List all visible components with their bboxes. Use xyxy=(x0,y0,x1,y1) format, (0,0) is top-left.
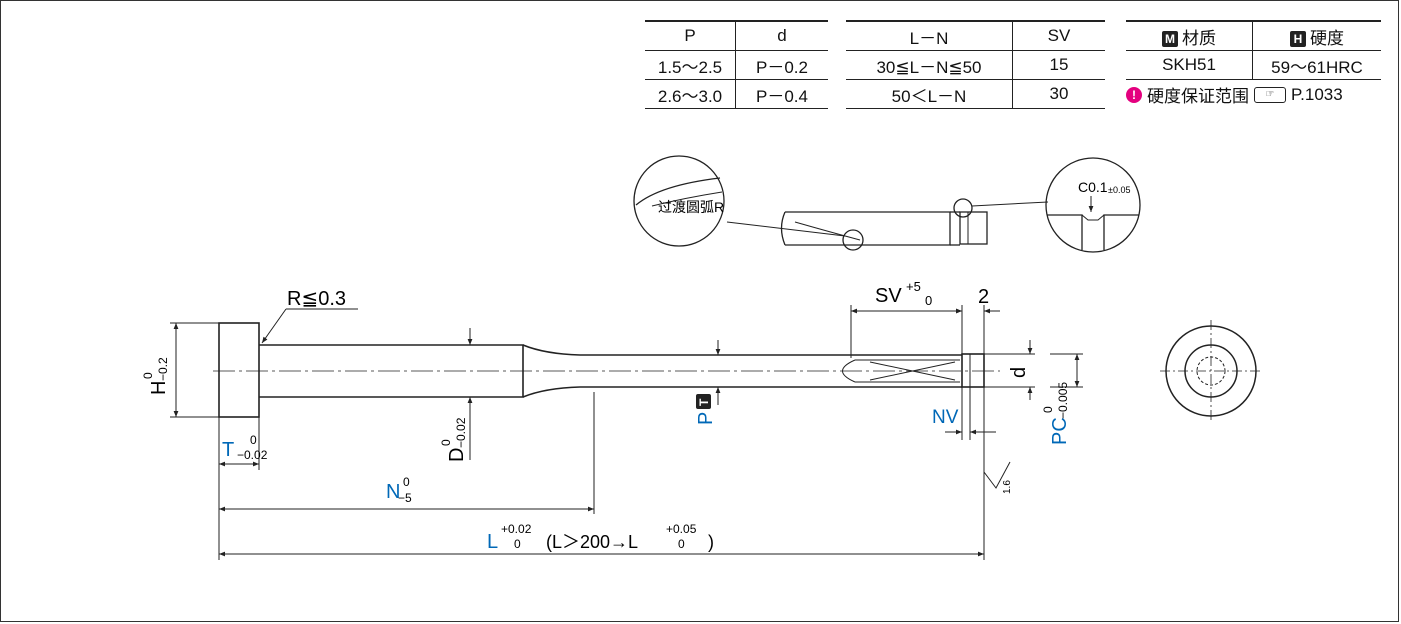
cell-ln-1: 30≦L－N≦50 xyxy=(876,57,982,77)
material-badge: M xyxy=(1162,31,1178,48)
l-note-end: ) xyxy=(708,532,714,552)
n-label: N xyxy=(386,481,400,503)
r-label: R≦0.3 xyxy=(287,288,346,310)
t-tol-lower: −0.02 xyxy=(237,448,268,462)
chamfer-label: C0.1 xyxy=(1078,179,1108,195)
p-label: P xyxy=(695,412,717,425)
p-d-table: P d 1.5～2.5 P－0.2 2.6～3.0 P－0.4 xyxy=(645,20,828,109)
cell-d-2: P－0.4 xyxy=(735,79,828,109)
end-view xyxy=(1160,320,1262,422)
page-reference-icon: ☞ xyxy=(1254,86,1286,103)
cell-sv-1: 15 xyxy=(1012,50,1105,80)
t-tol-upper: 0 xyxy=(250,433,257,447)
cell-p-2: 2.6～3.0 xyxy=(657,86,723,106)
cell-sv-2: 30 xyxy=(1012,79,1105,109)
material-header-label: 材质 xyxy=(1182,28,1216,48)
p-badge: T xyxy=(697,398,711,406)
header-l-n: L－N xyxy=(909,28,949,48)
l-label: L xyxy=(487,531,498,553)
sv-tol-upper: +5 xyxy=(906,279,921,294)
r-leader xyxy=(262,308,358,343)
d-big-label: D xyxy=(446,448,468,462)
cell-d-1: P－0.2 xyxy=(735,50,828,80)
t-label: T xyxy=(222,439,234,461)
roughness-label: 1.6 xyxy=(1002,480,1013,494)
d-small-label-group: d xyxy=(1008,367,1030,378)
header-d: d xyxy=(735,21,828,51)
l-tol-upper: +0.02 xyxy=(501,522,532,536)
fillet-detail-circle xyxy=(633,155,725,247)
nv-label: NV xyxy=(932,407,959,428)
cell-p-1: 1.5～2.5 xyxy=(657,57,723,77)
gap-label: 2 xyxy=(978,286,989,308)
pc-tol-lower: −0.005 xyxy=(1056,382,1070,419)
page-reference-link[interactable]: P.1033 xyxy=(1291,84,1343,104)
sv-tol-lower: 0 xyxy=(925,293,932,308)
pin-body xyxy=(218,322,985,418)
h-label-group: H 0 −0.2 xyxy=(141,357,170,395)
l-tol-lower: 0 xyxy=(514,537,521,551)
ln-sv-table: L－N SV 30≦L－N≦50 15 50＜L－N 30 xyxy=(846,20,1105,109)
header-p: P xyxy=(684,26,696,45)
header-sv: SV xyxy=(1012,21,1105,51)
fillet-label: 过渡圆弧R xyxy=(658,199,724,215)
hardness-value: 59～61HRC xyxy=(1252,50,1381,80)
n-tol-upper: 0 xyxy=(403,475,410,489)
l-note-tol-lower: 0 xyxy=(678,537,685,551)
material-value: SKH51 xyxy=(1162,55,1216,74)
pc-tol-upper: 0 xyxy=(1041,406,1055,413)
detail-sketch xyxy=(726,198,1049,251)
chamfer-tolerance: ±0.05 xyxy=(1108,185,1130,195)
hardness-badge: H xyxy=(1290,31,1306,48)
l-note: (L＞200→L xyxy=(546,532,638,552)
cell-ln-2: 50＜L－N xyxy=(891,86,967,106)
d-big-label-group: D 0 −0.02 xyxy=(439,417,468,462)
n-tol-lower: −5 xyxy=(398,491,412,505)
hardness-note-text: 硬度保证范围 xyxy=(1147,87,1249,106)
sv-label: SV xyxy=(875,285,902,307)
l-note-tol-upper: +0.05 xyxy=(666,522,697,536)
h-label: H xyxy=(148,381,170,395)
h-tol-lower: −0.2 xyxy=(156,357,170,381)
chamfer-detail-circle xyxy=(1045,157,1141,253)
p-label-group: P T xyxy=(695,394,717,425)
d-big-tol-lower: −0.02 xyxy=(454,417,468,448)
d-big-tol-upper: 0 xyxy=(439,439,453,446)
hardness-header-label: 硬度 xyxy=(1310,28,1344,48)
d-small-label: d xyxy=(1008,367,1030,378)
pc-label-group: PC 0 −0.005 xyxy=(1041,382,1071,445)
h-tol-upper: 0 xyxy=(141,372,155,379)
roughness-label-group: 1.6 xyxy=(1002,480,1013,494)
warning-icon: ! xyxy=(1126,86,1142,103)
roughness-symbol xyxy=(983,461,1011,489)
hardness-note: ! 硬度保证范围 ☞ P.1033 xyxy=(1126,82,1343,107)
pc-label: PC xyxy=(1049,417,1071,445)
